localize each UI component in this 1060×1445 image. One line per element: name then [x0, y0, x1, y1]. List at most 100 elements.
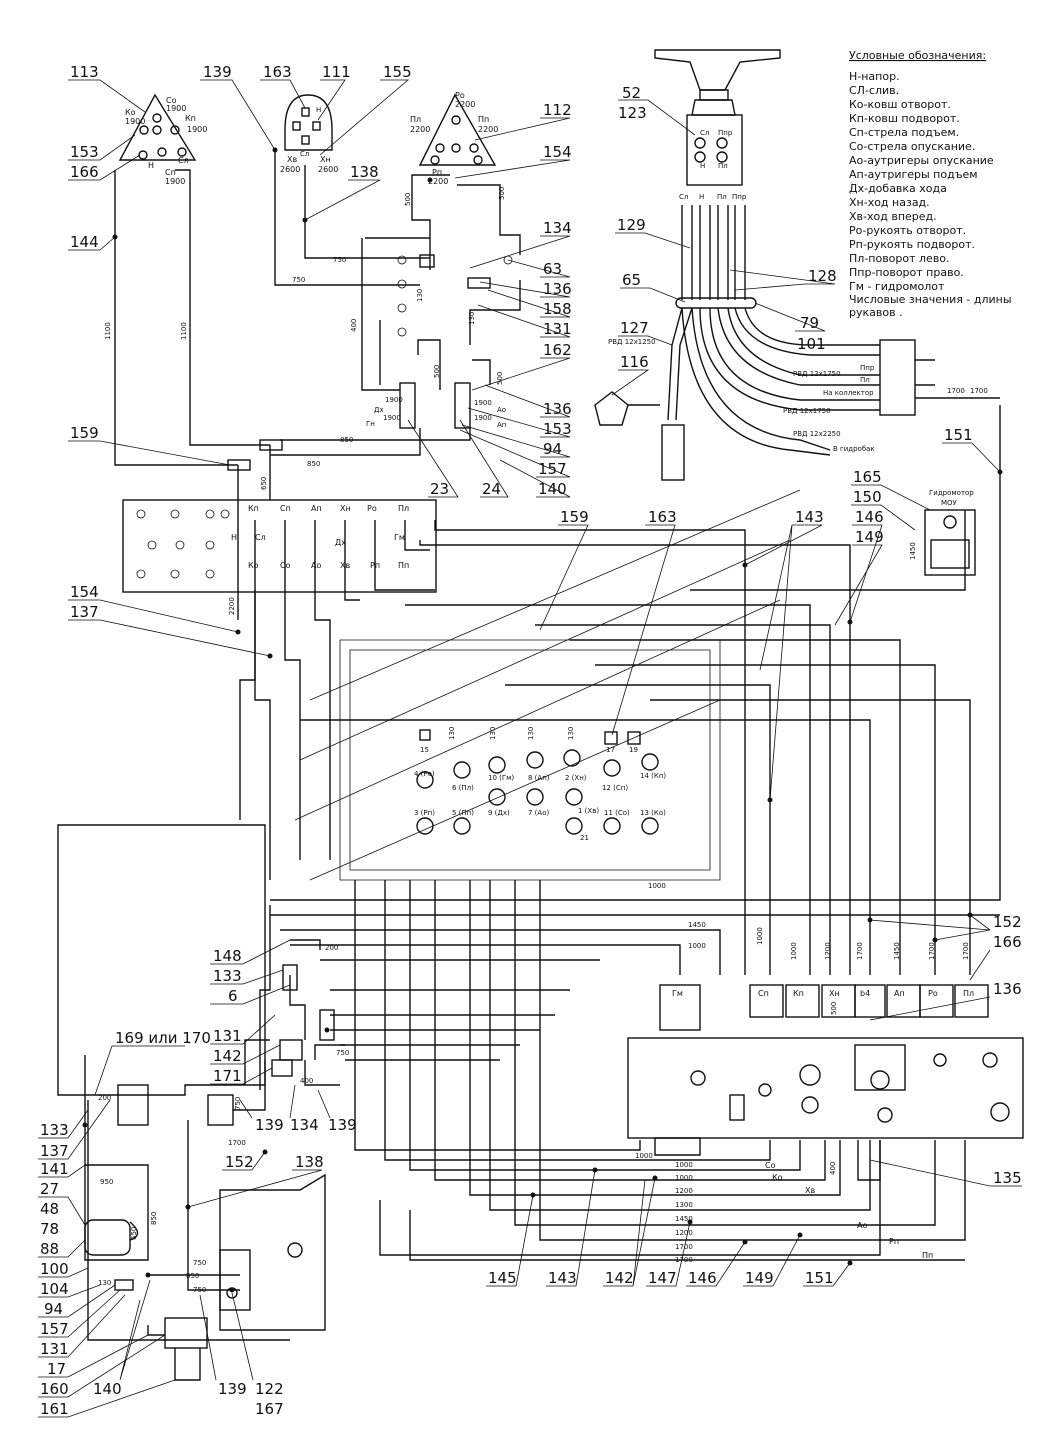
- callout-label: 79: [800, 314, 819, 332]
- leader-line: [834, 544, 883, 626]
- hose-length: 130: [527, 727, 535, 740]
- pipe: [114, 170, 238, 466]
- valve-142: [279, 1039, 303, 1061]
- panel-label: Ао: [311, 561, 321, 570]
- callout-label: 155: [383, 63, 412, 81]
- callout-label: 136: [543, 400, 572, 418]
- valve-plug: [877, 1107, 893, 1123]
- joystick-port: [157, 147, 167, 157]
- pump-shaft: [129, 1221, 139, 1241]
- hose-curve: [734, 307, 880, 356]
- hose-length: 1100: [104, 322, 112, 340]
- leader-line: [68, 134, 136, 161]
- leader-line: [210, 939, 291, 965]
- hose-length: 1700: [675, 1256, 693, 1264]
- callout-label: 138: [295, 1153, 324, 1171]
- port-label: Кп: [185, 114, 196, 123]
- hydraulic-tank: [57, 824, 266, 1096]
- callout-label: 112: [543, 101, 572, 119]
- leader-line: [646, 1221, 691, 1287]
- callout-label: 128: [808, 267, 837, 285]
- pipe: [457, 184, 521, 255]
- leader-line: [479, 281, 571, 298]
- steering-shaft: [699, 89, 729, 101]
- callout-label: 153: [543, 420, 572, 438]
- callout-label: 157: [40, 1320, 69, 1338]
- distributor-port: [565, 817, 583, 835]
- hose-spec: РВД 12х2250: [793, 430, 841, 438]
- port-length: 1900: [474, 399, 492, 407]
- callout-label: 169 или 170: [115, 1029, 211, 1047]
- hydromotor-panel: [930, 539, 970, 569]
- legend-item: Ап-аутригеры подъем: [849, 168, 978, 181]
- callout-label: 153: [70, 143, 99, 161]
- panel-label: Ко: [248, 561, 259, 570]
- hose-length: 1700: [856, 942, 864, 960]
- hose-curve: [675, 307, 693, 421]
- block-23: [399, 382, 416, 429]
- hose: [300, 719, 871, 975]
- port-label: Пп: [478, 115, 489, 124]
- leader-line: [210, 984, 291, 1005]
- hose-length: 400: [300, 1077, 313, 1085]
- leader-line: [38, 1164, 86, 1258]
- leader-line: [603, 1177, 656, 1287]
- port-label: Хв: [287, 155, 297, 164]
- valve-plug: [990, 1102, 1010, 1122]
- callout-label: 159: [70, 424, 99, 442]
- hose-length: 1000: [635, 1152, 653, 1160]
- tank-filter: [117, 1084, 149, 1126]
- leader-line: [119, 1279, 151, 1381]
- port-label: 9 (Дх): [488, 809, 510, 817]
- panel-fitting: [205, 509, 215, 519]
- valve-plug: [690, 1070, 706, 1086]
- port-label: 21: [580, 834, 589, 842]
- leader-line: [210, 1067, 273, 1085]
- hose: [379, 1140, 881, 1256]
- valve-plug: [799, 1064, 821, 1086]
- hose: [434, 880, 826, 1181]
- callout-label: 144: [70, 233, 99, 251]
- leader-line: [38, 1099, 111, 1160]
- distributor-port: [453, 761, 471, 779]
- callout-label: 6: [228, 987, 238, 1005]
- leader-line: [407, 419, 459, 498]
- pipe: [84, 1055, 149, 1261]
- section-label: Пл: [963, 989, 974, 998]
- legend: Условные обозначения: Н-напор. СЛ-слив. …: [849, 49, 1012, 319]
- valve-block-body: [627, 1037, 1024, 1139]
- leader-line: [231, 1292, 254, 1381]
- joystick-port: [430, 155, 440, 165]
- legend-item: Ро-рукоять отворот.: [849, 224, 966, 237]
- hose-label: Ппр: [732, 193, 747, 201]
- callout-label: 171: [213, 1067, 242, 1085]
- hose: [595, 664, 936, 975]
- valve-section: [954, 984, 989, 1018]
- port-label: Со: [765, 1161, 776, 1170]
- port-length: 1900: [474, 414, 492, 422]
- port-label: 12 (Сп): [602, 784, 628, 792]
- collector-outlets: [915, 359, 1000, 399]
- port-label: Пл: [718, 162, 728, 170]
- valve-plug: [870, 1070, 890, 1090]
- pipe: [289, 939, 321, 1040]
- callout-label: 135: [993, 1169, 1022, 1187]
- engine-pump: [219, 1173, 326, 1331]
- hose-length: 1700: [970, 387, 988, 395]
- hose-length: 1200: [675, 1229, 693, 1237]
- leader-line: [969, 949, 991, 981]
- hose-length: 750: [234, 1097, 242, 1110]
- leader-line: [317, 79, 346, 121]
- pedal-block: Хв 2600 Хн 2600 Сл Н: [280, 94, 338, 174]
- leader-line: [94, 1045, 185, 1096]
- callout-label: 136: [993, 980, 1022, 998]
- panel-label: Ро: [367, 504, 377, 513]
- hose-destination: На коллектор: [823, 389, 874, 397]
- leader-line: [38, 1267, 126, 1358]
- valve-cover: [854, 1044, 906, 1091]
- pipe: [187, 1120, 240, 1291]
- port-length: 1900: [166, 104, 186, 113]
- callout-label: 137: [40, 1142, 69, 1160]
- leader-line: [869, 914, 991, 941]
